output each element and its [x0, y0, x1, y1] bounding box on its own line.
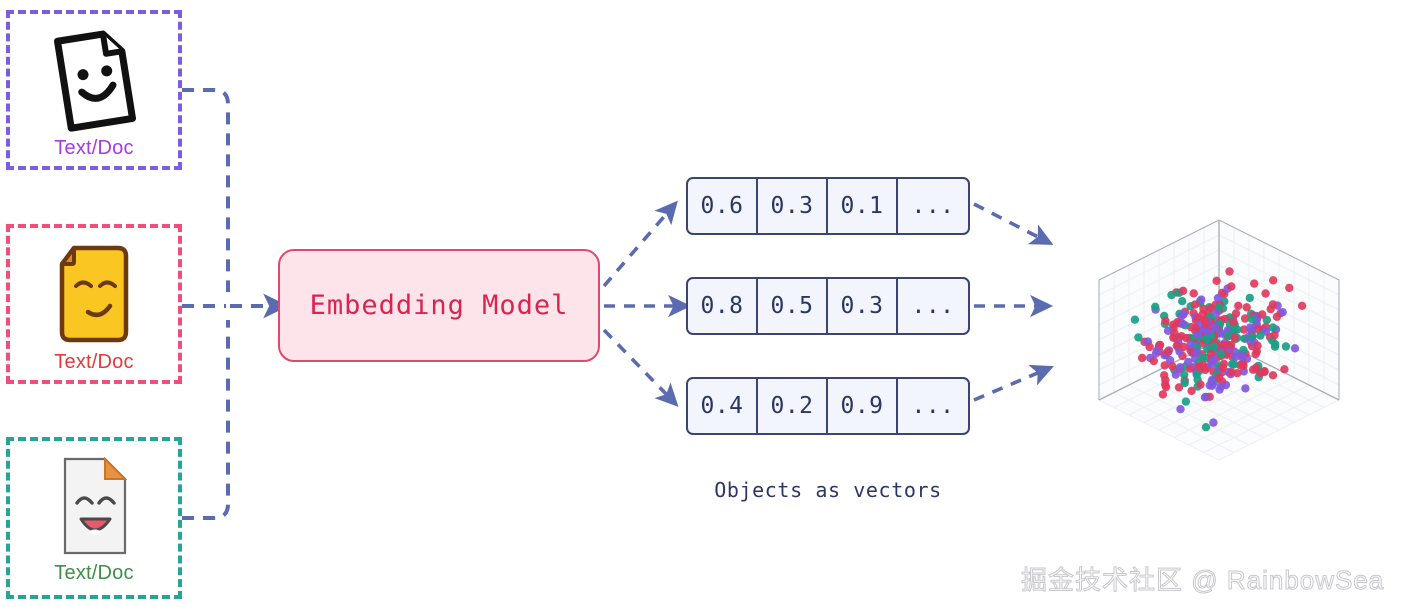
vector-cell: 0.3 — [758, 179, 828, 233]
embedding-model-node[interactable]: Embedding Model — [278, 249, 600, 362]
vector-cell: 0.5 — [758, 279, 828, 333]
connector-model-to-vector3 — [602, 328, 679, 407]
source-label: Text/Doc — [54, 562, 134, 584]
vector-cell-ellipsis: ... — [911, 393, 955, 419]
smiley-document-icon — [46, 26, 142, 134]
white-document-icon — [53, 453, 135, 559]
watermark-text: 掘金技术社区 @ RainbowSea — [1020, 565, 1385, 596]
vector-cell: 0.3 — [828, 279, 898, 333]
connector-source3-to-trunk — [182, 320, 230, 520]
scatter-points — [1130, 267, 1307, 432]
vector-row[interactable]: 0.6 0.3 0.1 ... — [686, 177, 970, 235]
vector-space-3d-scatter — [1098, 219, 1340, 461]
vector-row[interactable]: 0.8 0.5 0.3 ... — [686, 277, 970, 335]
source-label: Text/Doc — [54, 137, 134, 159]
vector-cell: 0.8 — [688, 279, 758, 333]
source-label: Text/Doc — [54, 351, 134, 373]
vector-cell: 0.4 — [688, 379, 758, 433]
connector-vector3-to-scatter — [973, 364, 1054, 402]
vector-row[interactable]: 0.4 0.2 0.9 ... — [686, 377, 970, 435]
source-box-text-doc-2[interactable]: Text/Doc — [6, 224, 182, 384]
vector-cell: 0.6 — [688, 179, 758, 233]
connector-model-to-vector1 — [602, 200, 678, 288]
yellow-document-icon — [48, 240, 140, 348]
source-box-text-doc-3[interactable]: Text/Doc — [6, 437, 182, 599]
vectors-caption: Objects as vectors — [714, 478, 942, 502]
embedding-model-label: Embedding Model — [309, 290, 569, 321]
vector-cell: 0.9 — [828, 379, 898, 433]
vector-cell-ellipsis: ... — [911, 293, 955, 319]
vector-cell: 0.1 — [828, 179, 898, 233]
connector-vector1-to-scatter — [973, 202, 1054, 245]
vector-cell: 0.2 — [758, 379, 828, 433]
vector-cell-ellipsis: ... — [911, 193, 955, 219]
source-box-text-doc-1[interactable]: Text/Doc — [6, 10, 182, 170]
connector-source1-to-trunk — [182, 88, 230, 292]
